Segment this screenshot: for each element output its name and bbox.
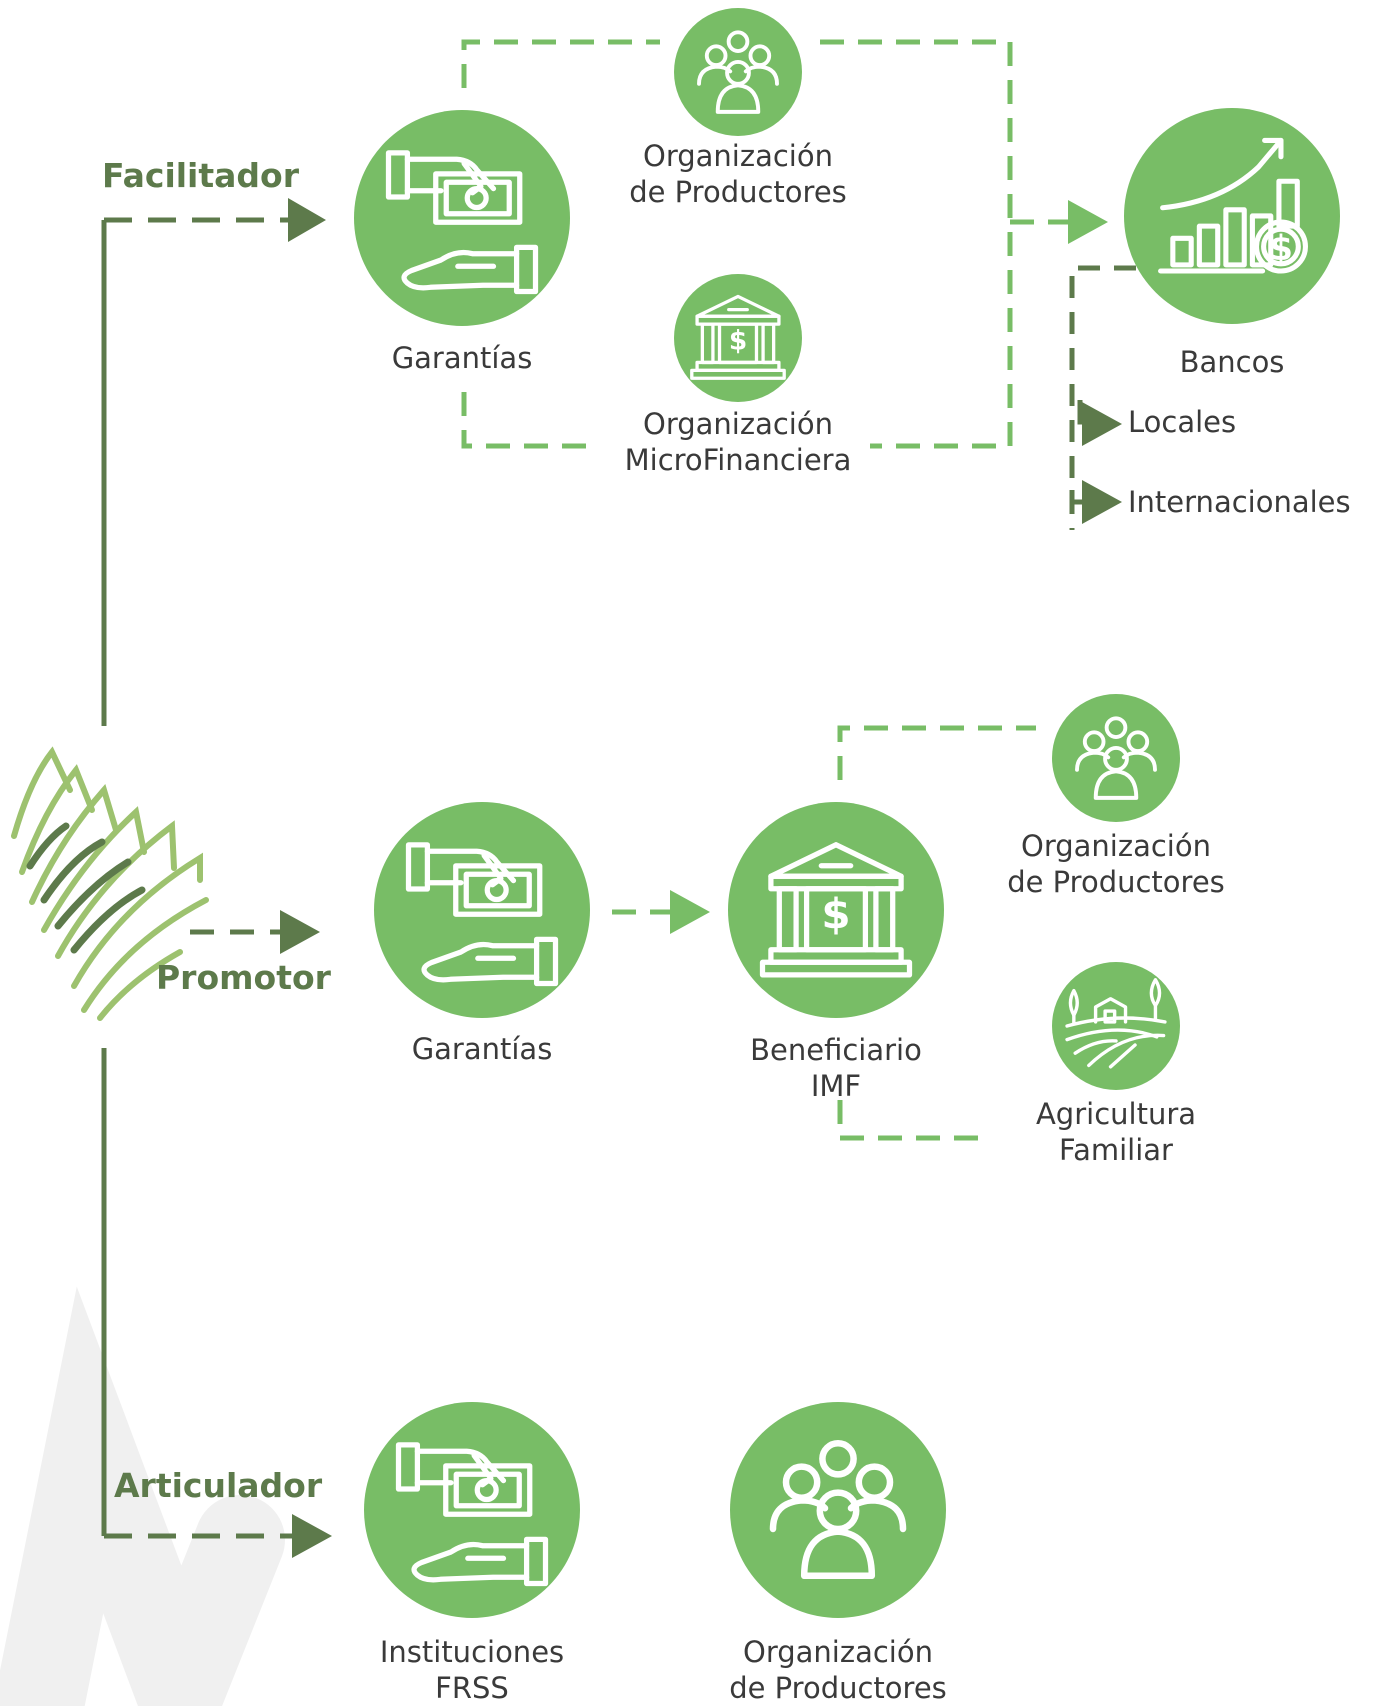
bancos-node (1124, 108, 1340, 324)
label-line-1: Agricultura (1035, 1097, 1197, 1131)
role-facilitador: Facilitador (102, 156, 299, 195)
label-line-2: Familiar (1059, 1133, 1173, 1167)
org-productores-promotor-node (1052, 694, 1180, 822)
facilitador-flow (461, 39, 1070, 449)
role-articulador: Articulador (114, 1466, 323, 1505)
to-bancos-arrow (1068, 200, 1108, 244)
label-line-2: de Productores (1007, 865, 1225, 899)
label-line-1: Organización (1021, 829, 1211, 863)
label-line-1: Organización (643, 139, 833, 173)
bancos-label: Bancos (1179, 345, 1285, 379)
label-line-1: Organización (743, 1635, 933, 1669)
agricultura-label: Agricultura Familiar (996, 1096, 1236, 1168)
beneficiario-node (728, 802, 944, 1018)
label-line-1: Beneficiario (750, 1033, 922, 1067)
org-microfinanciera-label: Organización MicroFinanciera (588, 406, 888, 478)
garantias-promotor-label: Garantías (411, 1032, 553, 1066)
internacionales-label: Internacionales (1128, 485, 1351, 519)
bancos-branches (1069, 265, 1136, 530)
org-productores-facilitador-label: Organización de Productores (588, 138, 888, 210)
label-line-1: Organización (643, 407, 833, 441)
org-productores-articulador-label: Organización de Productores (688, 1634, 988, 1706)
garantias-promotor-node (374, 802, 590, 1018)
garantias-facilitador-label: Garantías (391, 341, 533, 375)
agricultura-node (1052, 962, 1180, 1090)
org-microfinanciera-node (674, 274, 802, 402)
locales-label: Locales (1128, 405, 1237, 439)
label-line-2: IMF (810, 1069, 862, 1103)
promotor-arrow (190, 910, 320, 954)
bancos-branch-arrows (1069, 400, 1122, 524)
promotor-flow (612, 725, 1036, 1141)
to-beneficiario-arrow (670, 890, 710, 934)
label-line-2: MicroFinanciera (624, 443, 852, 477)
label-line-2: de Productores (629, 175, 847, 209)
label-line-2: FRSS (435, 1671, 509, 1705)
org-productores-facilitador-node (674, 8, 802, 136)
garantias-facilitador-node (354, 110, 570, 326)
articulador-arrow (104, 1514, 332, 1558)
instituciones-label: Instituciones FRSS (352, 1634, 592, 1706)
org-productores-promotor-label: Organización de Productores (966, 828, 1266, 900)
role-promotor: Promotor (156, 958, 331, 997)
logo (11, 746, 209, 1021)
beneficiario-label: Beneficiario IMF (716, 1032, 956, 1104)
label-line-2: de Productores (729, 1671, 947, 1705)
facilitador-arrow (104, 198, 326, 242)
instituciones-node (364, 1402, 580, 1618)
watermark (0, 1286, 285, 1706)
label-line-1: Instituciones (379, 1635, 565, 1669)
org-productores-articulador-node (730, 1402, 946, 1618)
